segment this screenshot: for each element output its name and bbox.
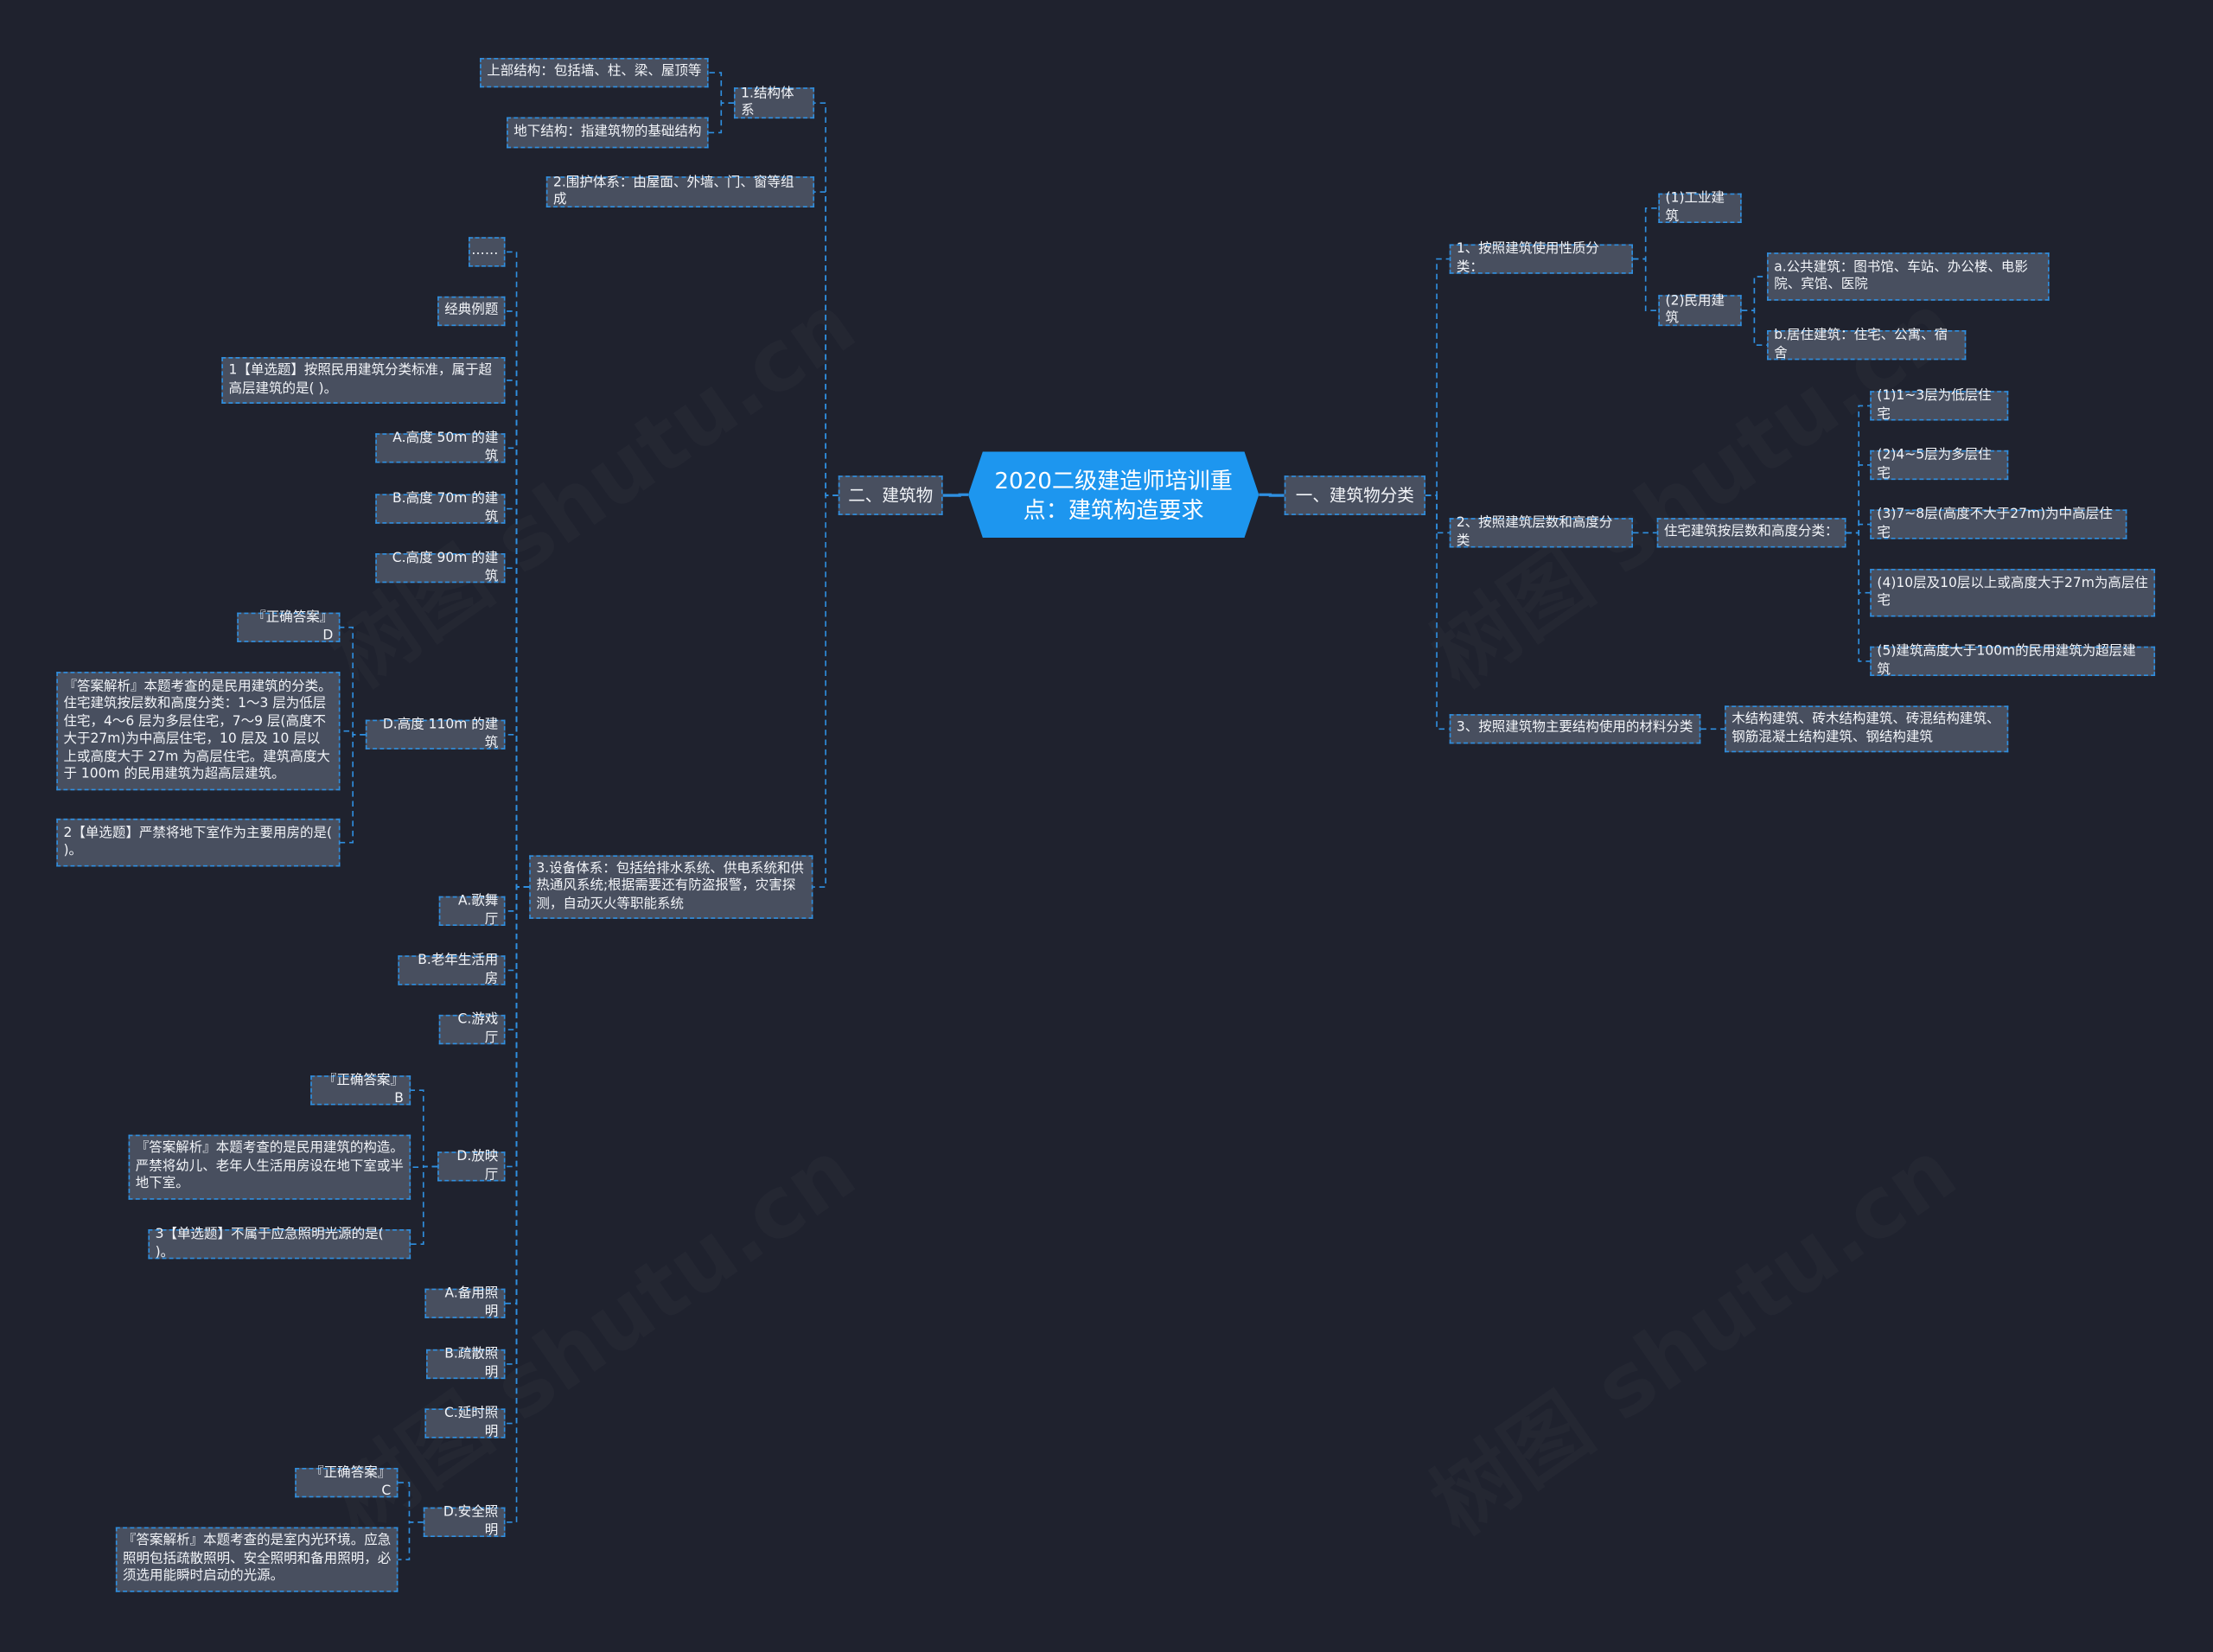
topic-equipment-system[interactable]: 3.设备体系：包括给排水系统、供电系统和供热通风系统;根据需要还有防盗报警，灾害… (529, 855, 813, 919)
connector-line (1846, 464, 1871, 534)
root-topic[interactable]: 2020二级建造师培训重点：建筑构造要求 (967, 451, 1260, 539)
topic-by-floors[interactable]: 2、按照建筑层数和高度分类 (1449, 515, 1633, 548)
connector-line (942, 493, 968, 497)
question-1-option-a[interactable]: A.高度 50m 的建筑 (375, 431, 506, 463)
topic-structure-system[interactable]: 1.结构体系 (733, 86, 815, 119)
topic-by-material[interactable]: 3、按照建筑物主要结构使用的材料分类 (1449, 714, 1701, 744)
node-underground-structure[interactable]: 地下结构：指建筑物的基础结构 (507, 117, 709, 149)
question-3-option-d[interactable]: D.安全照明 (423, 1504, 506, 1538)
floor-class-3[interactable]: (3)7~8层(高度不大于27m)为中高层住宅 (1870, 507, 2127, 539)
connector-line (1425, 258, 1450, 496)
node-residential-by-floors[interactable]: 住宅建筑按层数和高度分类： (1656, 518, 1846, 548)
connector-line (1846, 532, 1871, 662)
topic-building-classification[interactable]: 一、建筑物分类 (1284, 475, 1425, 515)
connector-line (814, 191, 839, 496)
question-3-analysis[interactable]: 『答案解析』本题考查的是室内光环境。应急照明包括疏散照明、安全照明和备用照明，必… (115, 1527, 399, 1592)
question-1[interactable]: 1【单选题】按照民用建筑分类标准，属于超高层建筑的是( )。 (221, 357, 506, 404)
question-1-answer[interactable]: 『正确答案』D (237, 609, 341, 643)
question-3-answer[interactable]: 『正确答案』C (295, 1465, 399, 1498)
node-upper-structure[interactable]: 上部结构：包括墙、柱、梁、屋顶等 (480, 57, 709, 88)
node-ellipsis[interactable]: …… (469, 237, 506, 267)
topic-by-use[interactable]: 1、按照建筑使用性质分类： (1449, 241, 1633, 275)
question-2-analysis[interactable]: 『答案解析』本题考查的是民用建筑的构造。严禁将幼儿、老年人生活用房设在地下室或半… (128, 1134, 411, 1200)
question-3-option-a[interactable]: A.备用照明 (424, 1285, 506, 1319)
connector-line (708, 72, 734, 104)
question-2-option-c[interactable]: C.游戏厅 (438, 1012, 506, 1045)
question-2-option-b[interactable]: B.老年生活用房 (398, 953, 506, 985)
connector-line (340, 733, 366, 844)
connector-line (398, 1521, 424, 1560)
node-examples[interactable]: 经典例题 (437, 296, 506, 327)
question-1-option-b[interactable]: B.高度 70m 的建筑 (375, 491, 506, 525)
node-residential-buildings[interactable]: b.居住建筑：住宅、公寓、宿舍 (1767, 328, 1967, 360)
question-2-option-d[interactable]: D.放映厅 (437, 1149, 506, 1182)
question-1-option-c[interactable]: C.高度 90m 的建筑 (375, 551, 506, 584)
question-2-answer[interactable]: 『正确答案』B (310, 1073, 411, 1106)
connector-line (1632, 207, 1659, 260)
connector-line (708, 102, 734, 134)
connector-line (505, 733, 530, 888)
connector-line (340, 730, 366, 736)
question-1-analysis[interactable]: 『答案解析』本题考查的是民用建筑的分类。住宅建筑按层数和高度分类：1～3 层为低… (56, 672, 341, 791)
question-3-option-c[interactable]: C.延时照明 (424, 1406, 506, 1438)
floor-class-5[interactable]: (5)建筑高度大于100m的民用建筑为超层建筑 (1870, 643, 2156, 677)
floor-class-2[interactable]: (2)4~5层为多层住宅 (1870, 448, 2009, 481)
connector-line (505, 886, 530, 1523)
node-industrial[interactable]: (1)工业建筑 (1658, 190, 1742, 224)
connector-line (1741, 276, 1768, 311)
connector-line (1259, 493, 1285, 497)
connector-line (1741, 309, 1768, 346)
topic-envelope-system[interactable]: 2.围护体系：由屋面、外墙、门、窗等组成 (545, 175, 815, 207)
floor-class-1[interactable]: (1)1~3层为低层住宅 (1870, 388, 2009, 421)
question-3[interactable]: 3【单选题】不属于应急照明光源的是( )。 (148, 1227, 411, 1260)
connector-line (813, 494, 839, 888)
connector-line (340, 626, 366, 736)
node-civil[interactable]: (2)民用建筑 (1658, 293, 1742, 327)
question-2-option-a[interactable]: A.歌舞厅 (438, 893, 506, 927)
connector-line (505, 380, 530, 888)
connector-line (398, 1482, 424, 1523)
topic-buildings[interactable]: 二、建筑物 (838, 475, 943, 515)
connector-line (1425, 494, 1450, 730)
connector-line (1846, 523, 1871, 534)
connector-line (411, 1089, 438, 1168)
question-3-option-b[interactable]: B.疏散照明 (426, 1347, 506, 1380)
floor-class-4[interactable]: (4)10层及10层以上或高度大于27m为高层住宅 (1870, 568, 2156, 617)
connector-line (505, 567, 530, 888)
question-2[interactable]: 2【单选题】严禁将地下室作为主要用房的是( )。 (56, 818, 341, 867)
question-1-option-d[interactable]: D.高度 110m 的建筑 (365, 717, 506, 750)
node-public-buildings[interactable]: a.公共建筑：图书馆、车站、办公楼、电影院、宾馆、医院 (1767, 252, 2050, 301)
node-material-types[interactable]: 木结构建筑、砖木结构建筑、砖混结构建筑、钢筋混凝土结构建筑、钢结构建筑 (1725, 705, 2009, 753)
connector-line (1632, 258, 1659, 311)
connector-line (411, 1165, 438, 1245)
